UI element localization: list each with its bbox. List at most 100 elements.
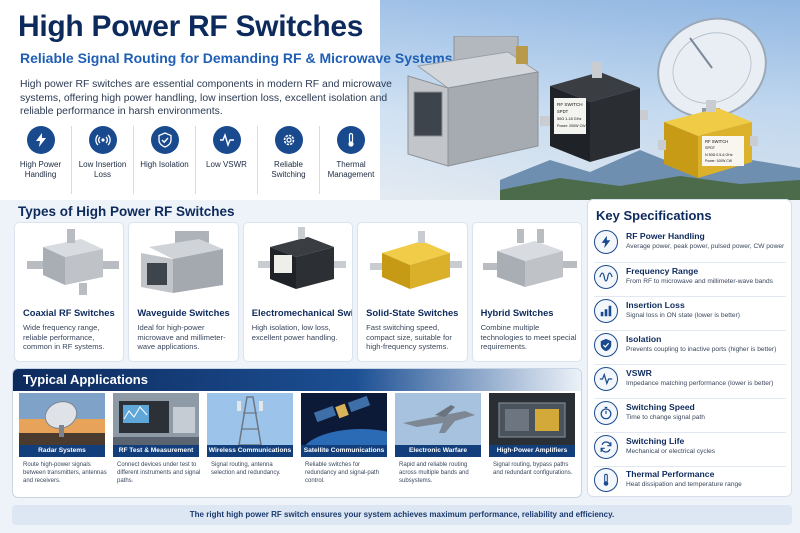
- spec-item-isolation: Isolation Prevents coupling to inactive …: [594, 333, 790, 367]
- key-specifications-panel: Key Specifications RF Power Handling Ave…: [587, 199, 792, 497]
- radar-image: [19, 393, 105, 445]
- spec-item-insertion-loss: Insertion Loss Signal loss in ON state (…: [594, 299, 790, 333]
- application-label: RF Test & Measurement: [113, 445, 199, 457]
- footer-banner: The right high power RF switch ensures y…: [12, 505, 792, 525]
- amplifier-rack-image: [489, 393, 575, 445]
- types-section-title: Types of High Power RF Switches: [18, 204, 235, 219]
- feature-label: Thermal Management: [327, 160, 375, 179]
- feature-item: Thermal Management: [320, 126, 382, 194]
- spec-name: Switching Speed: [626, 402, 695, 412]
- type-description: Fast switching speed, compact size, suit…: [366, 323, 452, 352]
- spec-item-thermal-performance: Thermal Performance Heat dissipation and…: [594, 468, 790, 502]
- spec-name: Isolation: [626, 334, 662, 344]
- pulse-wave-icon: [212, 126, 241, 154]
- thermometer-icon: [337, 126, 365, 154]
- spec-divider: [594, 262, 786, 263]
- type-name: Electromechanical Switches: [251, 307, 354, 318]
- spec-description: Time to change signal path: [626, 414, 705, 421]
- applications-header: Typical Applications: [13, 369, 581, 391]
- specs-title: Key Specifications: [596, 208, 712, 223]
- application-label: Radar Systems: [19, 445, 105, 457]
- feature-label: Low Insertion Loss: [78, 160, 127, 179]
- device-label-line: RF SWITCH: [557, 102, 583, 107]
- feature-label: High Power Handling: [19, 160, 62, 179]
- application-wireless: Wireless Communications Signal routing, …: [207, 393, 293, 497]
- spec-divider: [594, 364, 786, 365]
- feature-item: Reliable Switching: [258, 126, 320, 194]
- feature-list: High Power Handling Low Insertion Loss H…: [10, 126, 390, 194]
- application-radar: Radar Systems Route high-power signals b…: [19, 393, 107, 497]
- fighter-jet-image: [395, 393, 481, 445]
- type-description: Combine multiple technologies to meet sp…: [480, 323, 577, 352]
- feature-label: Low VSWR: [206, 160, 247, 169]
- type-name: Hybrid Switches: [480, 307, 554, 318]
- type-card-waveguide: Waveguide Switches Ideal for high-power …: [128, 222, 239, 362]
- lightning-bolt-icon: [594, 230, 618, 254]
- types-list: Coaxial RF Switches Wide frequency range…: [14, 222, 582, 362]
- type-card-electromechanical: Electromechanical Switches High isolatio…: [242, 222, 354, 362]
- type-card-hybrid: Hybrid Switches Combine multiple technol…: [471, 222, 582, 362]
- spec-divider: [594, 330, 786, 331]
- device-label-line: 50Ω 1-18 GHz: [557, 117, 581, 121]
- spec-description: Impedance matching performance (lower is…: [626, 380, 774, 387]
- spec-name: RF Power Handling: [626, 231, 705, 241]
- hybrid-switch-image: [482, 229, 577, 287]
- application-high-power-amplifiers: High-Power Amplifiers Signal routing, by…: [489, 393, 575, 497]
- application-label: Satellite Communications: [301, 445, 387, 457]
- spec-divider: [594, 398, 786, 399]
- electromechanical-switch-image: [257, 227, 346, 289]
- solid-state-switch-image: [370, 231, 463, 289]
- hero-description: High power RF switches are essential com…: [20, 79, 392, 117]
- sine-wave-icon: [594, 265, 618, 289]
- application-satellite: Satellite Communications Reliable switch…: [301, 393, 387, 497]
- application-label: High-Power Amplifiers: [489, 445, 575, 457]
- device-label-line: N 50Ω 0.5-6 GHz: [705, 153, 733, 157]
- application-description: Route high-power signals between transmi…: [23, 462, 107, 484]
- type-card-solid-state: Solid-State Switches Fast switching spee…: [357, 222, 468, 362]
- spec-item-vswr: VSWR Impedance matching performance (low…: [594, 367, 790, 401]
- gold-rf-switch-image: RF SWITCH SPDT N 50Ω 0.5-6 GHz Power: 10…: [658, 100, 758, 178]
- page-title: High Power RF Switches: [18, 10, 364, 43]
- waveguide-switch-image: [407, 36, 540, 167]
- spec-name: Frequency Range: [626, 266, 699, 276]
- spec-name: Insertion Loss: [626, 300, 685, 310]
- device-label-line: SPDT: [557, 109, 569, 114]
- application-description: Signal routing, antenna selection and re…: [211, 462, 281, 476]
- type-card-coaxial: Coaxial RF Switches Wide frequency range…: [14, 222, 125, 362]
- hero-banner: High Power RF Switches Reliable Signal R…: [0, 0, 800, 200]
- application-electronic-warfare: Electronic Warfare Rapid and reliable ro…: [395, 393, 481, 497]
- type-description: High isolation, low loss, excellent powe…: [251, 323, 338, 342]
- test-equipment-image: [113, 393, 199, 445]
- signal-waves-icon: [88, 126, 117, 154]
- feature-label: Reliable Switching: [271, 160, 306, 179]
- application-label: Wireless Communications: [207, 445, 293, 457]
- spec-item-frequency-range: Frequency Range From RF to microwave and…: [594, 265, 790, 299]
- device-label-line: SPDT: [705, 146, 716, 150]
- thermometer-icon: [594, 468, 618, 492]
- application-description: Rapid and reliable routing across multip…: [399, 462, 469, 484]
- coaxial-switch-image: [27, 229, 119, 295]
- applications-title: Typical Applications: [23, 372, 148, 387]
- typical-applications-panel: Typical Applications Radar Systems Route…: [12, 368, 582, 498]
- pulse-wave-icon: [594, 367, 618, 391]
- spec-description: Heat dissipation and temperature range: [626, 481, 742, 488]
- spec-name: Switching Life: [626, 436, 685, 446]
- device-label-line: Power: 200W CW: [557, 124, 586, 128]
- type-description: Ideal for high-power microwave and milli…: [137, 323, 226, 352]
- feature-item: Low VSWR: [196, 126, 258, 194]
- shield-check-icon: [150, 126, 179, 154]
- feature-item: High Isolation: [134, 126, 196, 194]
- application-rf-test: RF Test & Measurement Connect devices un…: [113, 393, 200, 497]
- feature-label: High Isolation: [140, 160, 189, 169]
- spec-item-power-handling: RF Power Handling Average power, peak po…: [594, 230, 790, 264]
- lightning-bolt-icon: [26, 126, 55, 154]
- spec-name: VSWR: [626, 368, 652, 378]
- application-label: Electronic Warfare: [395, 445, 481, 457]
- application-description: Reliable switches for redundancy and sig…: [305, 462, 380, 484]
- application-description: Signal routing, bypass paths and redunda…: [493, 462, 573, 476]
- black-rf-switch-image: RF SWITCH SPDT 50Ω 1-18 GHz Power: 200W …: [540, 62, 648, 162]
- spec-divider: [594, 466, 786, 467]
- gear-icon: [274, 126, 303, 154]
- spec-description: Mechanical or electrical cycles: [626, 448, 716, 455]
- refresh-cycle-icon: [594, 435, 618, 459]
